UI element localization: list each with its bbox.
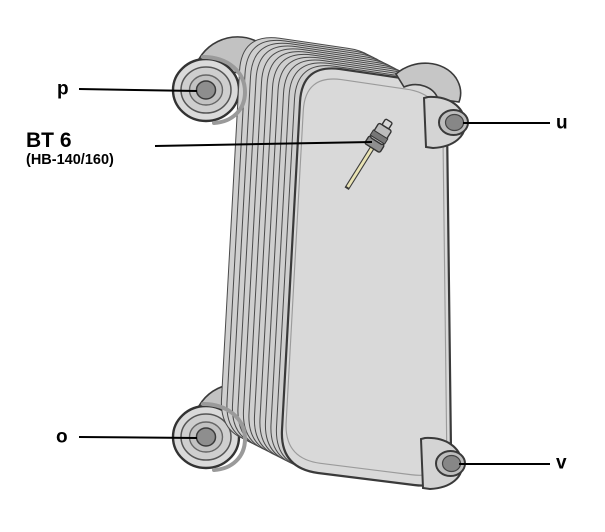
- callout-label-v: v: [556, 452, 567, 474]
- sensor-label-line1: BT 6: [26, 129, 72, 152]
- callout-label-o: o: [56, 426, 68, 448]
- sensor-band: [369, 129, 389, 145]
- temperature-sensor-icon: [344, 118, 393, 191]
- top-right-elbow: [394, 62, 462, 103]
- leader-line-o: [78, 436, 198, 439]
- front-top-connection-u: [423, 95, 469, 149]
- callout-label-p: p: [57, 78, 69, 100]
- sensor-cap: [381, 118, 393, 130]
- probe-needle: [346, 147, 374, 188]
- leader-lines: [78, 88, 550, 465]
- front-bottom-connection-v: [420, 436, 466, 490]
- leader-line-p: [78, 88, 198, 92]
- sensor-label-line2: (HB-140/160): [26, 152, 114, 169]
- callout-label-u: u: [556, 112, 568, 134]
- leader-line-sensor: [154, 141, 373, 147]
- callout-label-sensor: BT 6 (HB-140/160): [26, 129, 114, 169]
